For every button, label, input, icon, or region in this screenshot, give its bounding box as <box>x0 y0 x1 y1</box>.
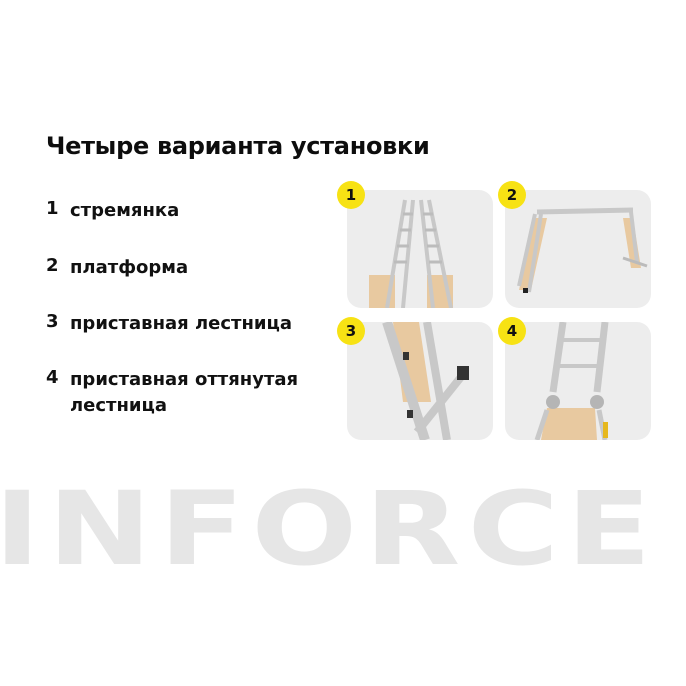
ladder-extended-icon <box>534 322 609 440</box>
list-number: 2 <box>46 255 59 276</box>
card-extended <box>505 322 651 440</box>
list-number: 1 <box>46 198 59 219</box>
brand-watermark: INFORCE <box>0 470 659 589</box>
card-a-frame <box>347 190 493 308</box>
list-label: стремянка <box>70 200 180 221</box>
list-label: платформа <box>70 257 189 278</box>
list-number: 4 <box>46 367 59 388</box>
card-leaning <box>347 322 493 440</box>
card-platform <box>505 190 651 308</box>
list-item: 4 приставная оттянутая лестница <box>46 367 330 419</box>
badge-4: 4 <box>498 317 526 345</box>
list-number: 3 <box>46 311 59 332</box>
page-title: Четыре варианта установки <box>46 132 430 160</box>
list-item: 3 приставная лестница <box>46 311 292 337</box>
list-item: 1 стремянка <box>46 198 179 224</box>
badge-3: 3 <box>337 317 365 345</box>
ladder-platform-icon <box>517 207 648 293</box>
list-label: приставная оттянутая лестница <box>70 369 299 416</box>
list-item: 2 платформа <box>46 255 188 281</box>
badge-1: 1 <box>337 181 365 209</box>
ladder-leaning-icon <box>382 322 469 440</box>
badge-2: 2 <box>498 181 526 209</box>
list-label: приставная лестница <box>70 313 293 334</box>
ladder-a-frame-icon <box>369 199 453 308</box>
